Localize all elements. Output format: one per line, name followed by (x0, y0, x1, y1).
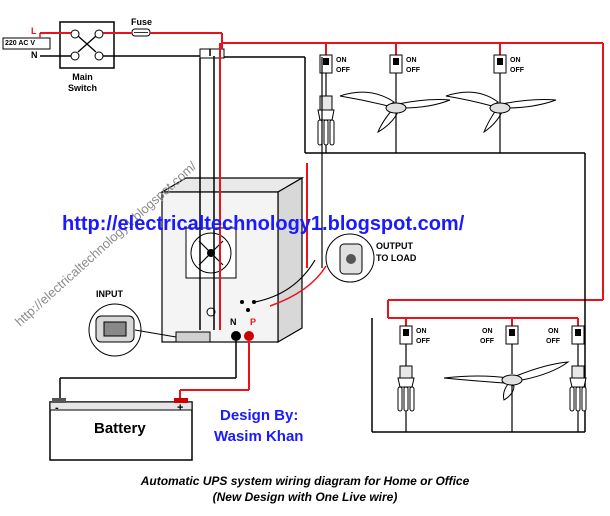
switch-lower-3-off: OFF (546, 338, 560, 345)
neutral-label: N (31, 50, 38, 60)
terminal-n-label: N (230, 317, 237, 327)
output-label-line-2: TO LOAD (376, 253, 417, 263)
switch-lower-3-on: ON (548, 328, 559, 335)
battery (49, 398, 193, 461)
switch-upper-2-off: OFF (406, 67, 420, 74)
junction-block (199, 48, 225, 59)
main-switch (59, 21, 115, 69)
battery-label: Battery (94, 420, 146, 437)
input-label: INPUT (96, 289, 123, 299)
ceiling-fan-upper-1 (339, 73, 451, 153)
battery-plus: + (177, 402, 184, 414)
fuse-label: Fuse (131, 17, 153, 27)
switch-lower-2 (505, 325, 519, 345)
switch-lower-3 (571, 325, 585, 345)
fuse (131, 28, 151, 37)
switch-lower-2-on: ON (482, 328, 493, 335)
author-name: Wasim Khan (214, 428, 304, 445)
main-switch-label-line-2: Switch (68, 83, 98, 93)
switch-upper-3-off: OFF (510, 67, 524, 74)
output-socket (325, 233, 375, 283)
switch-upper-3-on: ON (510, 57, 521, 64)
line-label: L (31, 26, 37, 36)
switch-lower-1 (399, 325, 413, 345)
switch-upper-3 (493, 54, 507, 74)
blog-url: http://electricaltechnology1.blogspot.co… (62, 213, 465, 235)
cfl-bulb-lower-1 (397, 344, 415, 432)
input-socket (88, 303, 177, 357)
switch-upper-2 (389, 54, 403, 74)
switch-lower-1-off: OFF (416, 338, 430, 345)
cfl-bulb-lower-2 (569, 344, 587, 432)
voltage-label-box (2, 37, 51, 50)
main-switch-label: Main Switch (68, 72, 97, 94)
ceiling-fan-upper-2 (445, 73, 557, 153)
voltage-label: 220 AC V (5, 40, 36, 47)
caption-line-1: Automatic UPS system wiring diagram for … (140, 474, 470, 488)
switch-upper-1-off: OFF (336, 67, 350, 74)
main-switch-label-line-1: Main (72, 72, 93, 82)
switch-lower-2-off: OFF (480, 338, 494, 345)
switch-upper-1-on: ON (336, 57, 347, 64)
output-label-line-1: OUTPUT (376, 241, 413, 251)
switch-upper-2-on: ON (406, 57, 417, 64)
cfl-bulb-upper (317, 73, 335, 153)
terminal-p-label: P (250, 317, 257, 327)
ceiling-fan-lower (443, 344, 570, 432)
battery-minus: - (55, 402, 59, 414)
output-label: OUTPUT TO LOAD (376, 240, 416, 264)
switch-lower-1-on: ON (416, 328, 427, 335)
caption-line-2: (New Design with One Live wire) (212, 490, 398, 504)
design-by-label: Design By: (220, 407, 299, 424)
